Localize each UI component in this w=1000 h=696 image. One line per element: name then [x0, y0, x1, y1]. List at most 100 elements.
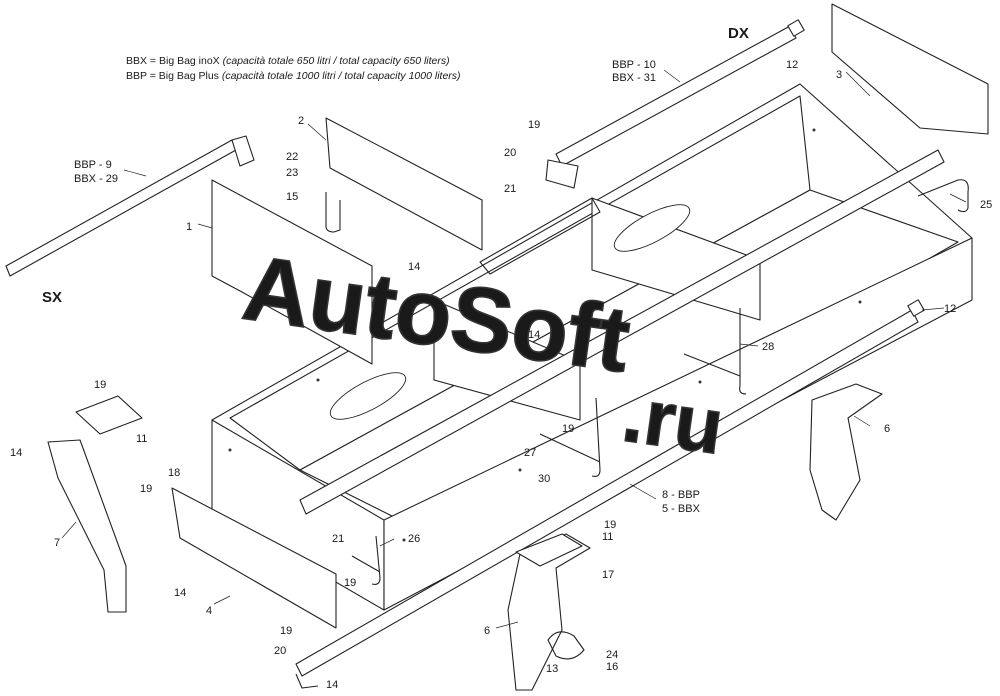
leader-line: [949, 193, 967, 203]
callout-20-tube: 20: [504, 147, 516, 159]
callout-19-tube: 19: [528, 119, 540, 131]
leader-line: [495, 621, 519, 629]
callout-17: 17: [602, 569, 614, 581]
callout-26: 26: [408, 533, 420, 545]
callout-30: 30: [538, 473, 550, 485]
upper-rail: [299, 149, 945, 515]
callout-19-box: 19: [344, 577, 356, 589]
callout-11-bottom: 11: [602, 531, 613, 543]
callout-21-box: 21: [332, 533, 344, 545]
callout-10-bbx: BBX - 31: [612, 72, 656, 84]
callout-20-bottom: 20: [274, 645, 286, 657]
hopper-box: [211, 83, 973, 611]
callout-4: 4: [206, 605, 212, 617]
leader-line: [921, 307, 945, 311]
panel-4: [171, 487, 337, 629]
leader-line: [379, 538, 395, 547]
callout-8-bbx: 5 - BBX: [662, 503, 701, 515]
tube-9-29-bracket: [231, 135, 255, 167]
end-cap-12-bottom: [907, 299, 925, 317]
legend-bbp: BBP = Big Bag Plus (capacità totale 1000…: [126, 70, 461, 82]
window-slot-right: [613, 204, 691, 252]
callout-10-bbp: BBP - 10: [612, 59, 656, 71]
rivet: [812, 128, 816, 132]
leader-line: [663, 69, 681, 83]
plate-11-left: [75, 395, 143, 435]
callout-23: 23: [286, 167, 298, 179]
side-label-right: DX: [728, 25, 749, 42]
callout-1: 1: [186, 221, 192, 233]
leader-line: [61, 521, 77, 539]
side-panels: [171, 3, 989, 629]
watermark-ru: .ru: [618, 370, 729, 471]
callout-19-top-left: 19: [94, 379, 106, 391]
leader-line: [853, 415, 871, 427]
window-slot-left: [329, 372, 407, 420]
handle-25: [917, 179, 969, 213]
callout-22: 22: [286, 151, 298, 163]
u-bolt-13: [547, 631, 585, 660]
callout-16: 16: [606, 661, 618, 673]
plate-11-bottom: [515, 533, 583, 567]
lower-rail-8-5: [295, 309, 919, 677]
handle-26: [351, 535, 381, 585]
callout-28: 28: [762, 341, 774, 353]
callout-8-bbp: 8 - BBP: [662, 489, 700, 501]
callout-19-handle: 19: [562, 423, 574, 435]
callout-25: 25: [980, 199, 992, 211]
rivet: [402, 538, 406, 542]
callout-2: 2: [298, 115, 304, 127]
leader-line: [123, 169, 147, 177]
callout-14-bottom: 14: [326, 679, 338, 691]
leader-line: [197, 223, 213, 229]
callout-24: 24: [606, 649, 618, 661]
leader-line: [739, 343, 759, 347]
callout-7: 7: [54, 537, 60, 549]
leader-line: [629, 483, 657, 500]
callout-19-bottom: 19: [280, 625, 292, 637]
rivet: [316, 378, 320, 382]
callout-12-bottom: 12: [944, 303, 956, 315]
callout-13: 13: [546, 663, 558, 675]
callout-21-tube: 21: [504, 183, 516, 195]
leg-6-bottom: [507, 533, 591, 691]
leg-6-right: [809, 383, 883, 521]
callout-19-plate: 19: [604, 519, 616, 531]
leader-line: [845, 71, 871, 97]
divider-wall-1: [433, 299, 581, 421]
panel-3: [831, 3, 989, 135]
callout-9-bbp: BBP - 9: [74, 159, 112, 171]
hopper-front-wall: [383, 237, 973, 611]
handle-28: [683, 308, 747, 395]
callouts: 1 2 3 4 6 6 7 BBP - 9 BBX - 29 BBP - 10 …: [10, 59, 992, 691]
callout-6-right: 6: [884, 423, 890, 435]
callout-19-panel4: 19: [140, 483, 152, 495]
legs: [47, 383, 883, 691]
callout-6-bottom: 6: [484, 625, 490, 637]
panel-1: [211, 179, 373, 365]
end-cap-12-top: [787, 19, 805, 37]
side-label-left: SX: [42, 289, 62, 306]
tube-9-29: [5, 139, 237, 277]
callout-14-center: 14: [528, 329, 540, 341]
handle-27: [539, 397, 601, 477]
rivet: [698, 380, 702, 384]
callout-12-top: 12: [786, 59, 798, 71]
callout-14-panel4: 14: [174, 587, 186, 599]
callout-27: 27: [524, 447, 536, 459]
callout-11-left: 11: [136, 433, 147, 445]
u-bolt-14-bottom: [295, 673, 319, 689]
divider-brace: [479, 197, 601, 275]
panel-2: [325, 117, 483, 251]
bolt-15: [325, 192, 341, 233]
callout-15: 15: [286, 191, 298, 203]
rivet: [228, 448, 232, 452]
legend: BBX = Big Bag inoX (capacità totale 650 …: [126, 55, 461, 82]
leader-lines: [61, 69, 967, 629]
callout-3: 3: [836, 69, 842, 81]
callout-14-left: 14: [10, 447, 22, 459]
rivet: [858, 300, 862, 304]
leader-line: [307, 123, 327, 141]
callout-18: 18: [168, 467, 180, 479]
